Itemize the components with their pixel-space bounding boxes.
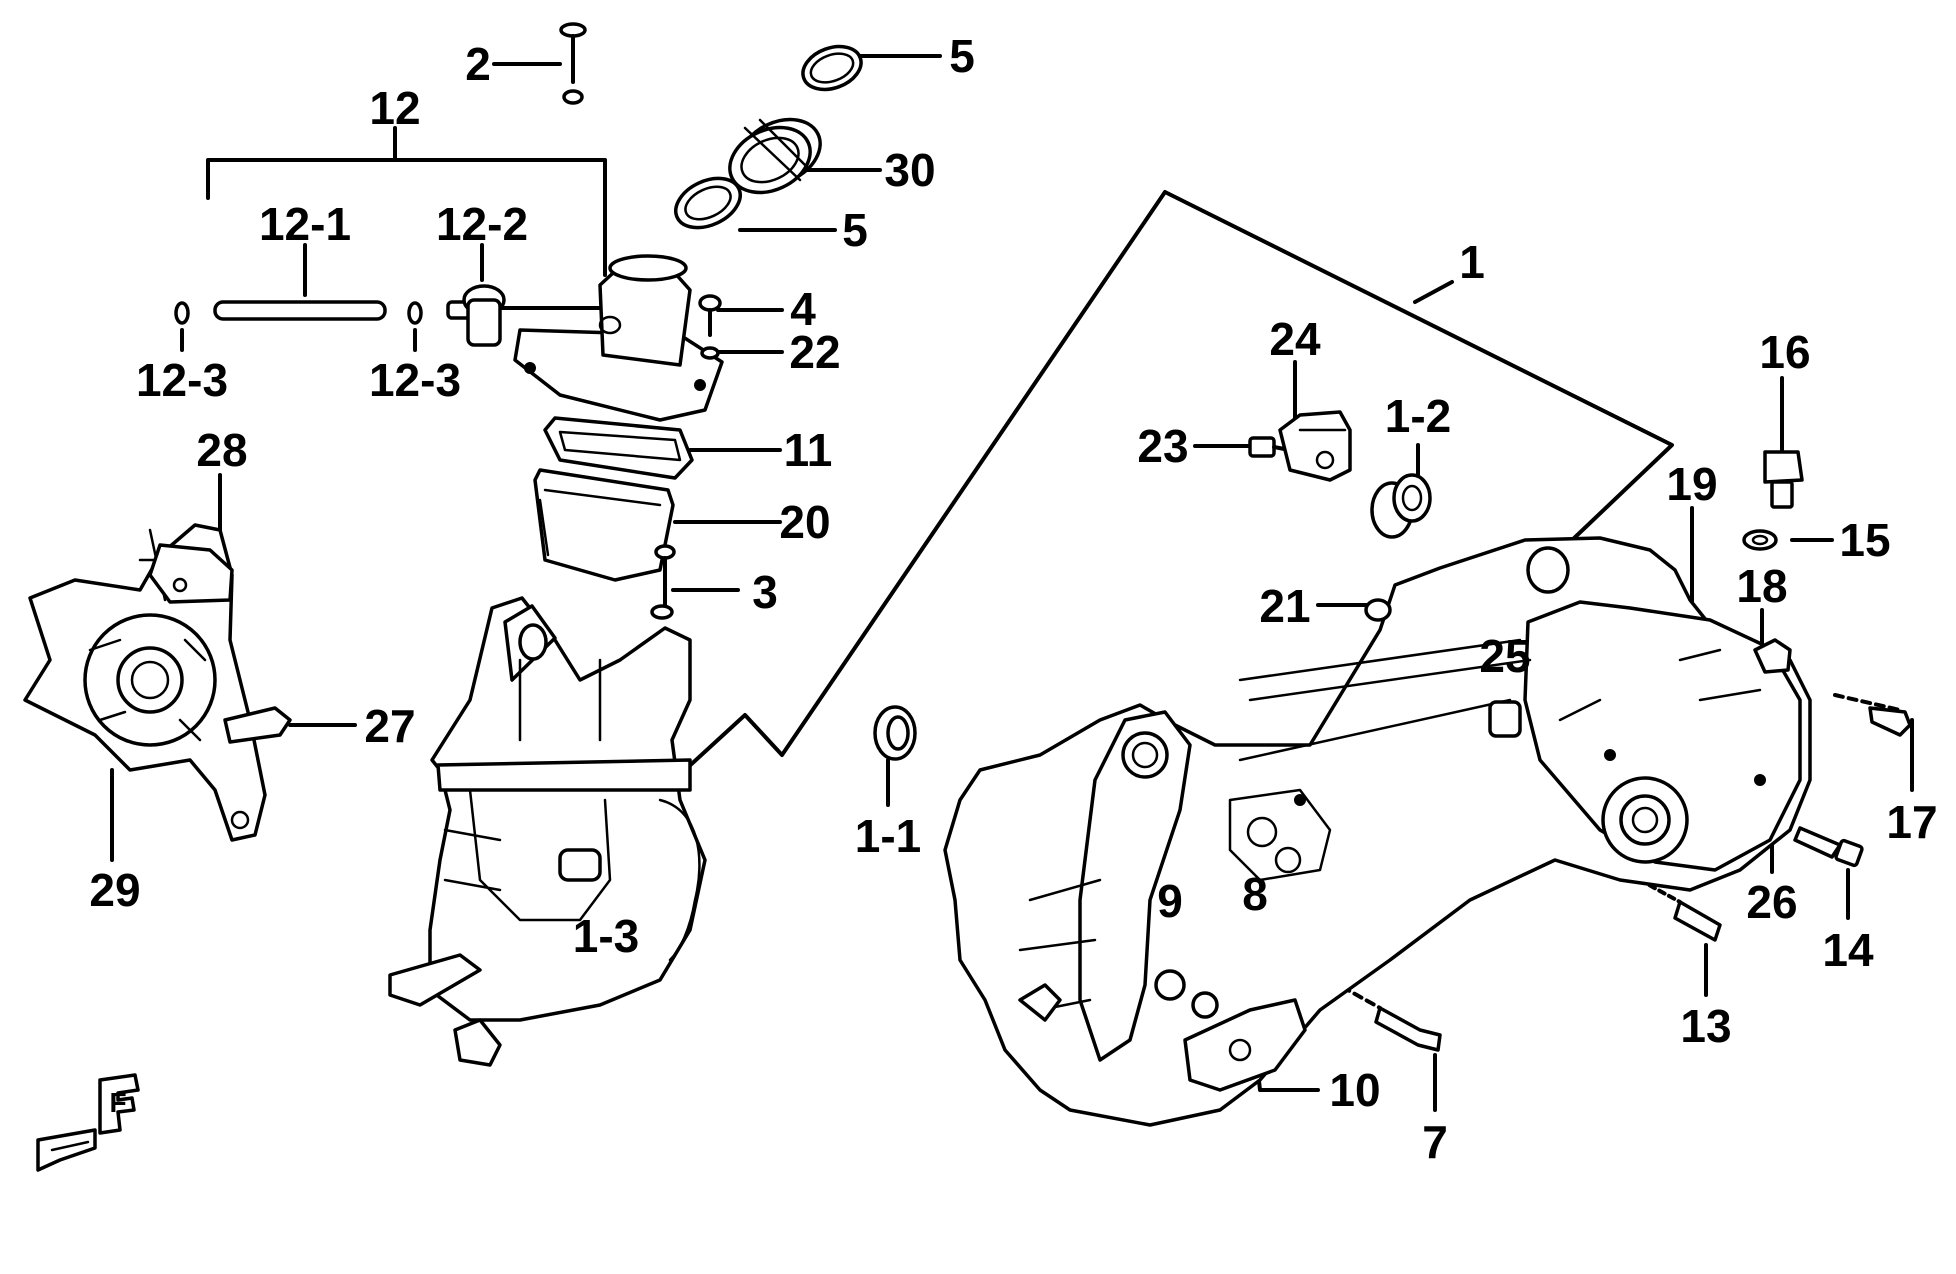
front-direction-marker [36, 1073, 140, 1172]
part-labels: 12 12-1 12-2 12-3 12-3 2 5 30 5 4 22 11 … [89, 30, 1937, 1168]
label-5a: 5 [949, 30, 975, 82]
o-ring-12-3b-icon [407, 301, 423, 325]
front-marker-letter: F [109, 1087, 126, 1118]
label-4: 4 [790, 283, 816, 335]
label-12-3a: 12-3 [136, 354, 228, 406]
label-12-3b: 12-3 [369, 354, 461, 406]
fan-cover-29-icon [23, 523, 267, 842]
clamp-5-bottom-icon [674, 176, 742, 230]
screw-2-icon [559, 22, 587, 105]
intake-ring-30-icon [728, 117, 822, 195]
crankcase-left-1-3-icon [388, 596, 707, 1067]
label-17: 17 [1886, 796, 1937, 848]
intake-manifold-12-icon [513, 254, 724, 422]
label-27: 27 [364, 700, 415, 752]
washer-15-icon [1742, 529, 1778, 551]
label-29: 29 [89, 864, 140, 916]
label-18: 18 [1736, 560, 1787, 612]
bolt-17-icon [1833, 693, 1912, 737]
label-12-1: 12-1 [259, 198, 351, 250]
label-1-1: 1-1 [855, 810, 921, 862]
label-7: 7 [1422, 1116, 1448, 1168]
label-8: 8 [1242, 868, 1268, 920]
label-1: 1 [1459, 236, 1485, 288]
leader-12-bracket [206, 158, 607, 277]
gasket-11-icon [543, 416, 694, 480]
bracket-28-icon [148, 543, 234, 604]
label-26: 26 [1746, 876, 1797, 928]
label-20: 20 [779, 496, 830, 548]
bracket-24-icon [1278, 410, 1352, 482]
screw-3-icon [650, 544, 676, 620]
o-ring-12-3a-icon [174, 301, 190, 325]
label-5b: 5 [842, 204, 868, 256]
label-16: 16 [1759, 326, 1810, 378]
pipe-12-1-icon [213, 300, 387, 321]
bolt-16-icon [1763, 450, 1804, 509]
fitting-12-2-icon [446, 284, 506, 347]
bolt-14-icon [1793, 826, 1864, 868]
label-2: 2 [465, 38, 491, 90]
label-23: 23 [1137, 420, 1188, 472]
label-1-3: 1-3 [573, 910, 639, 962]
label-3: 3 [752, 566, 778, 618]
label-9: 9 [1157, 875, 1183, 927]
leader-1-zigzag [683, 190, 1674, 772]
label-15: 15 [1839, 514, 1890, 566]
label-24: 24 [1269, 313, 1321, 365]
reed-valve-20-icon [533, 468, 675, 582]
label-25: 25 [1479, 630, 1530, 682]
label-1-2: 1-2 [1385, 390, 1451, 442]
oil-seal-1-1-icon [873, 705, 917, 761]
washer-22-icon [700, 346, 720, 360]
bolt-4-icon [698, 294, 722, 337]
label-12: 12 [369, 82, 420, 134]
leader-1 [1413, 280, 1454, 304]
label-28: 28 [196, 424, 247, 476]
clamp-5-top-icon [801, 44, 863, 92]
label-30: 30 [884, 144, 935, 196]
bushing-1-2-icon [1370, 473, 1432, 539]
label-14: 14 [1822, 924, 1874, 976]
label-10: 10 [1329, 1064, 1380, 1116]
label-21: 21 [1259, 580, 1310, 632]
label-12-2: 12-2 [436, 198, 528, 250]
label-19: 19 [1666, 458, 1717, 510]
label-13: 13 [1680, 1000, 1731, 1052]
crankcase-main-1-icon [943, 536, 1812, 1127]
label-22: 22 [789, 326, 840, 378]
label-11: 11 [784, 424, 833, 476]
lever-27-icon [223, 706, 292, 744]
